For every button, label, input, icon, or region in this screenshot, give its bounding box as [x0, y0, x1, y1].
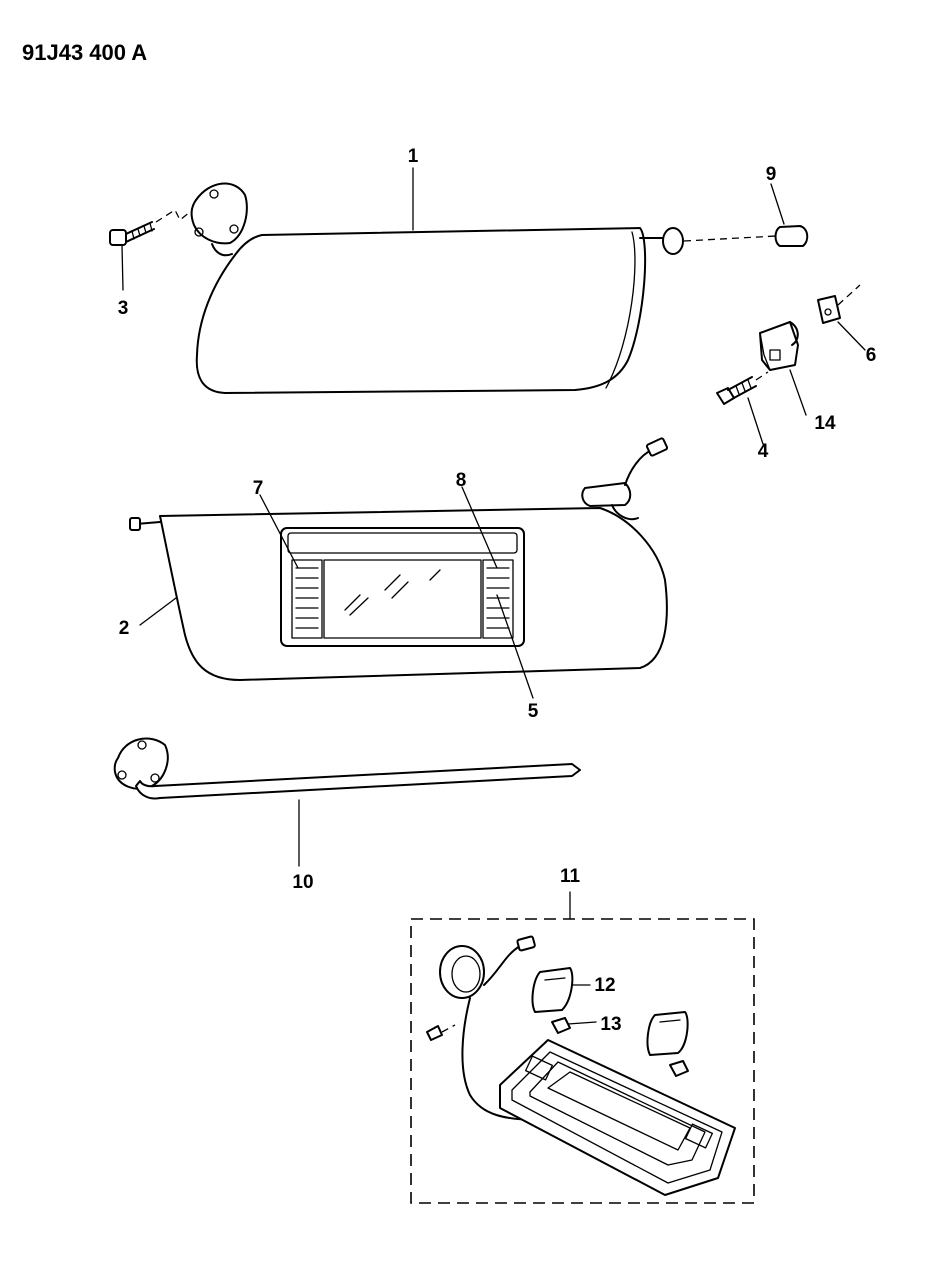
kit-bulb-right: [669, 1060, 689, 1077]
callout-1: 1: [408, 146, 419, 167]
callout-14: 14: [814, 413, 836, 434]
screw-part-4: [716, 376, 757, 405]
callout-5: 5: [528, 701, 539, 722]
callout-6: 6: [866, 345, 877, 366]
clip-part-14: [759, 321, 799, 371]
visor-rod: [113, 737, 581, 800]
callout-11: 11: [560, 866, 581, 887]
callout-9: 9: [766, 164, 777, 185]
callout-2: 2: [119, 618, 130, 639]
lower-mount-lamp-wire: [581, 437, 669, 521]
sun-visor-upper: [195, 227, 684, 394]
kit-box: [410, 918, 755, 1204]
callout-7: 7: [253, 478, 264, 499]
callout-10: 10: [292, 872, 313, 893]
upper-mount-bracket: [190, 182, 248, 257]
callout-4: 4: [758, 441, 769, 462]
kit-mirror-frame: [499, 1039, 736, 1196]
callout-13: 13: [600, 1014, 621, 1035]
sun-visor-lower: [129, 507, 668, 681]
callout-8: 8: [456, 470, 467, 491]
kit-lens-part-12: [531, 967, 574, 1013]
kit-bulb-part-13: [551, 1017, 571, 1034]
callout-12: 12: [594, 975, 615, 996]
kit-lens-right: [646, 1011, 689, 1056]
callout-3: 3: [118, 298, 129, 319]
screw-part-3: [109, 221, 155, 246]
kit-small-screw: [426, 1025, 443, 1041]
leader-lines: [121, 167, 866, 1025]
nut-part-6: [817, 295, 841, 324]
cap-part-9: [774, 225, 809, 247]
kit-lamp-lens: [439, 935, 541, 1121]
diagram-code: 91J43 400 A: [22, 40, 147, 65]
